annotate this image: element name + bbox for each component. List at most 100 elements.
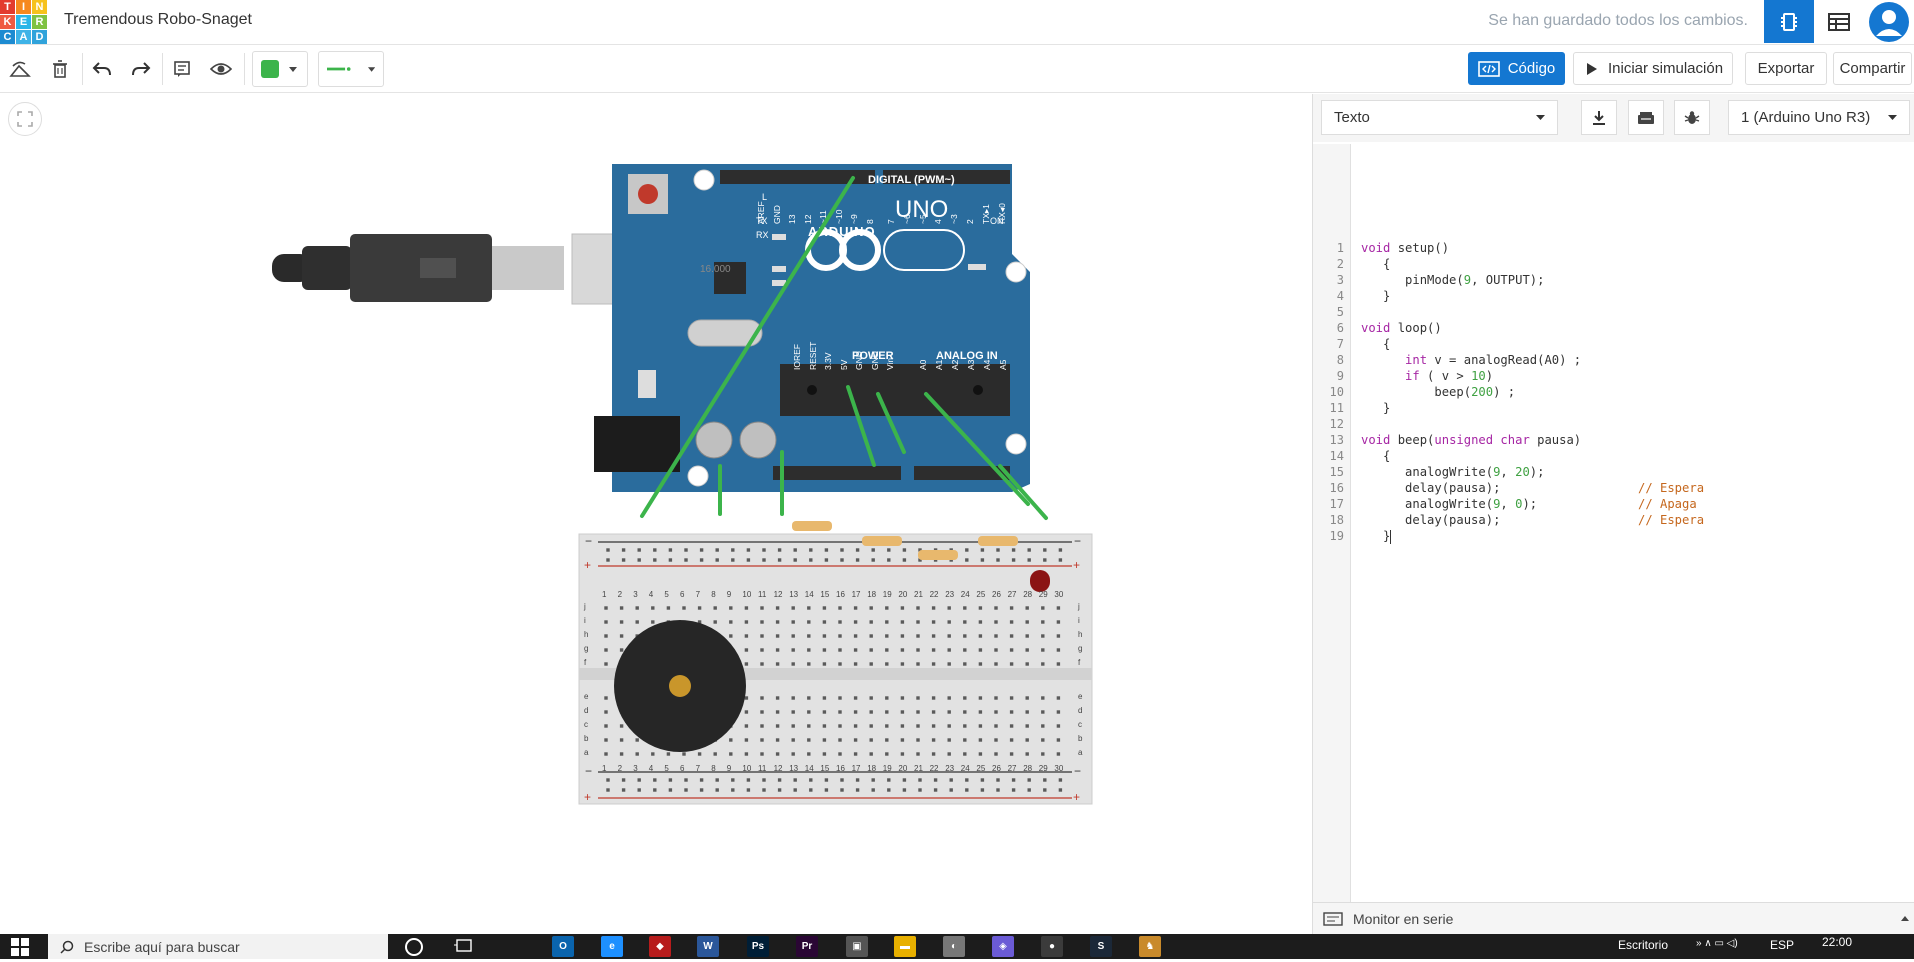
logo-letter: A	[16, 30, 31, 44]
notes-button[interactable]	[168, 55, 196, 83]
taskbar-app-icon[interactable]: ●	[1041, 936, 1063, 957]
taskbar-app-icon[interactable]: W	[697, 936, 719, 957]
clock[interactable]: 22:00	[1822, 935, 1853, 949]
row-letter: g	[584, 644, 589, 653]
user-avatar[interactable]	[1864, 0, 1914, 43]
desktop-label[interactable]: Escritorio	[1618, 938, 1669, 952]
redo-button[interactable]	[127, 55, 155, 83]
simulate-label: Iniciar simulación	[1608, 60, 1724, 77]
circuit-view-button[interactable]	[1764, 0, 1814, 43]
cortana-button[interactable]	[405, 938, 423, 956]
line-number: 17	[1329, 497, 1344, 511]
pin-label: GND	[771, 205, 782, 224]
pin-label: 8	[864, 219, 875, 224]
share-button[interactable]: Compartir	[1833, 52, 1912, 85]
rail-minus: −	[585, 764, 593, 778]
taskbar-search[interactable]: Escribe aquí para buscar	[48, 934, 388, 959]
taskbar-app-icon[interactable]: Ps	[747, 936, 769, 957]
row-letter: e	[1078, 692, 1083, 701]
line-number: 16	[1329, 481, 1344, 495]
rotate-button[interactable]	[6, 55, 34, 83]
column-number: 4	[648, 764, 654, 773]
start-simulation-button[interactable]: Iniciar simulación	[1573, 52, 1733, 85]
pin-label: ~10	[833, 209, 844, 224]
start-button[interactable]	[10, 937, 34, 957]
power-label: POWER	[852, 350, 894, 362]
libraries-button[interactable]	[1628, 100, 1664, 135]
line-number: 4	[1336, 289, 1344, 303]
download-code-button[interactable]	[1581, 100, 1617, 135]
taskbar-app-icon[interactable]: O	[552, 936, 574, 957]
column-number: 3	[633, 764, 638, 773]
row-letter: c	[1078, 720, 1082, 729]
device-value: 1 (Arduino Uno R3)	[1741, 109, 1871, 126]
pin-label: GND	[854, 351, 864, 370]
bug-icon	[1684, 110, 1700, 124]
export-button[interactable]: Exportar	[1745, 52, 1827, 85]
debugger-button[interactable]	[1674, 100, 1710, 135]
on-label: ON	[990, 216, 1004, 226]
taskbar-app-icon[interactable]: Pr	[796, 936, 818, 957]
project-title[interactable]: Tremendous Robo-Snaget	[64, 11, 252, 28]
pin-label: A0	[918, 359, 928, 370]
wire-style-icon	[327, 67, 351, 71]
pin-label: ~6	[901, 214, 912, 224]
trash-icon	[53, 60, 67, 78]
language-indicator[interactable]: ESP	[1770, 938, 1795, 952]
taskbar-app-icon[interactable]: e	[601, 936, 623, 957]
code-line: analogWrite(9, 0);	[1361, 497, 1538, 511]
column-number: 20	[898, 590, 908, 599]
taskbar-app-icon[interactable]: ◈	[992, 936, 1014, 957]
tray-icons[interactable]: » ∧ ▭ ◁)	[1696, 938, 1738, 949]
analog-label: ANALOG IN	[936, 350, 998, 362]
column-number: 21	[914, 764, 923, 773]
taskbar-app-icon[interactable]: ▣	[846, 936, 868, 957]
arduino-uno-board[interactable]	[594, 164, 1030, 492]
note-icon	[174, 61, 190, 77]
line-number: 7	[1336, 337, 1344, 351]
wire-style-picker[interactable]	[318, 51, 384, 87]
breadboard[interactable]	[578, 533, 1093, 805]
visibility-button[interactable]	[207, 55, 235, 83]
code-mode-select[interactable]: Texto	[1321, 100, 1558, 135]
serial-monitor-bar[interactable]: Monitor en serie	[1313, 902, 1914, 934]
delete-button[interactable]	[46, 55, 74, 83]
column-number: 6	[680, 590, 685, 599]
chevron-down-icon	[289, 66, 297, 72]
pin-label: A4	[982, 359, 992, 370]
toolbar-divider	[244, 53, 245, 85]
pin-label: ~3	[949, 214, 960, 224]
column-number: 23	[945, 590, 955, 599]
color-picker[interactable]	[252, 51, 308, 87]
pin-label: ~11	[818, 210, 828, 224]
task-view-button[interactable]	[454, 938, 474, 954]
taskbar-app-icon[interactable]: ◐	[943, 936, 965, 957]
taskbar-app-icon[interactable]: ◆	[649, 936, 671, 957]
taskbar-app-icon[interactable]: ♞	[1139, 936, 1161, 957]
circuit-canvas[interactable]: ARDUINO UNO DIGITAL (PWM~) POWER ANALOG …	[0, 94, 1312, 934]
pin-label: 7	[886, 219, 896, 224]
rail-minus: −	[1074, 534, 1082, 548]
pin-label: 5V	[838, 359, 849, 370]
column-number: 19	[882, 764, 892, 773]
pin-label: A5	[998, 359, 1008, 370]
code-button[interactable]: Código	[1468, 52, 1565, 85]
column-number: 30	[1054, 590, 1064, 599]
column-number: 16	[836, 764, 845, 773]
column-number: 22	[929, 590, 939, 599]
taskbar-app-icon[interactable]: ▬	[894, 936, 916, 957]
taskbar-app-icon[interactable]: S	[1090, 936, 1112, 957]
chevron-down-icon	[1888, 115, 1897, 120]
component-list-button[interactable]	[1814, 0, 1864, 43]
line-number: 5	[1336, 305, 1344, 319]
column-number: 4	[648, 590, 654, 599]
device-select[interactable]: 1 (Arduino Uno R3)	[1728, 100, 1910, 135]
chevron-down-icon	[1536, 115, 1545, 120]
fit-view-button[interactable]	[8, 102, 42, 136]
undo-button[interactable]	[88, 55, 116, 83]
row-letter: c	[584, 720, 588, 729]
line-number: 9	[1336, 369, 1344, 383]
